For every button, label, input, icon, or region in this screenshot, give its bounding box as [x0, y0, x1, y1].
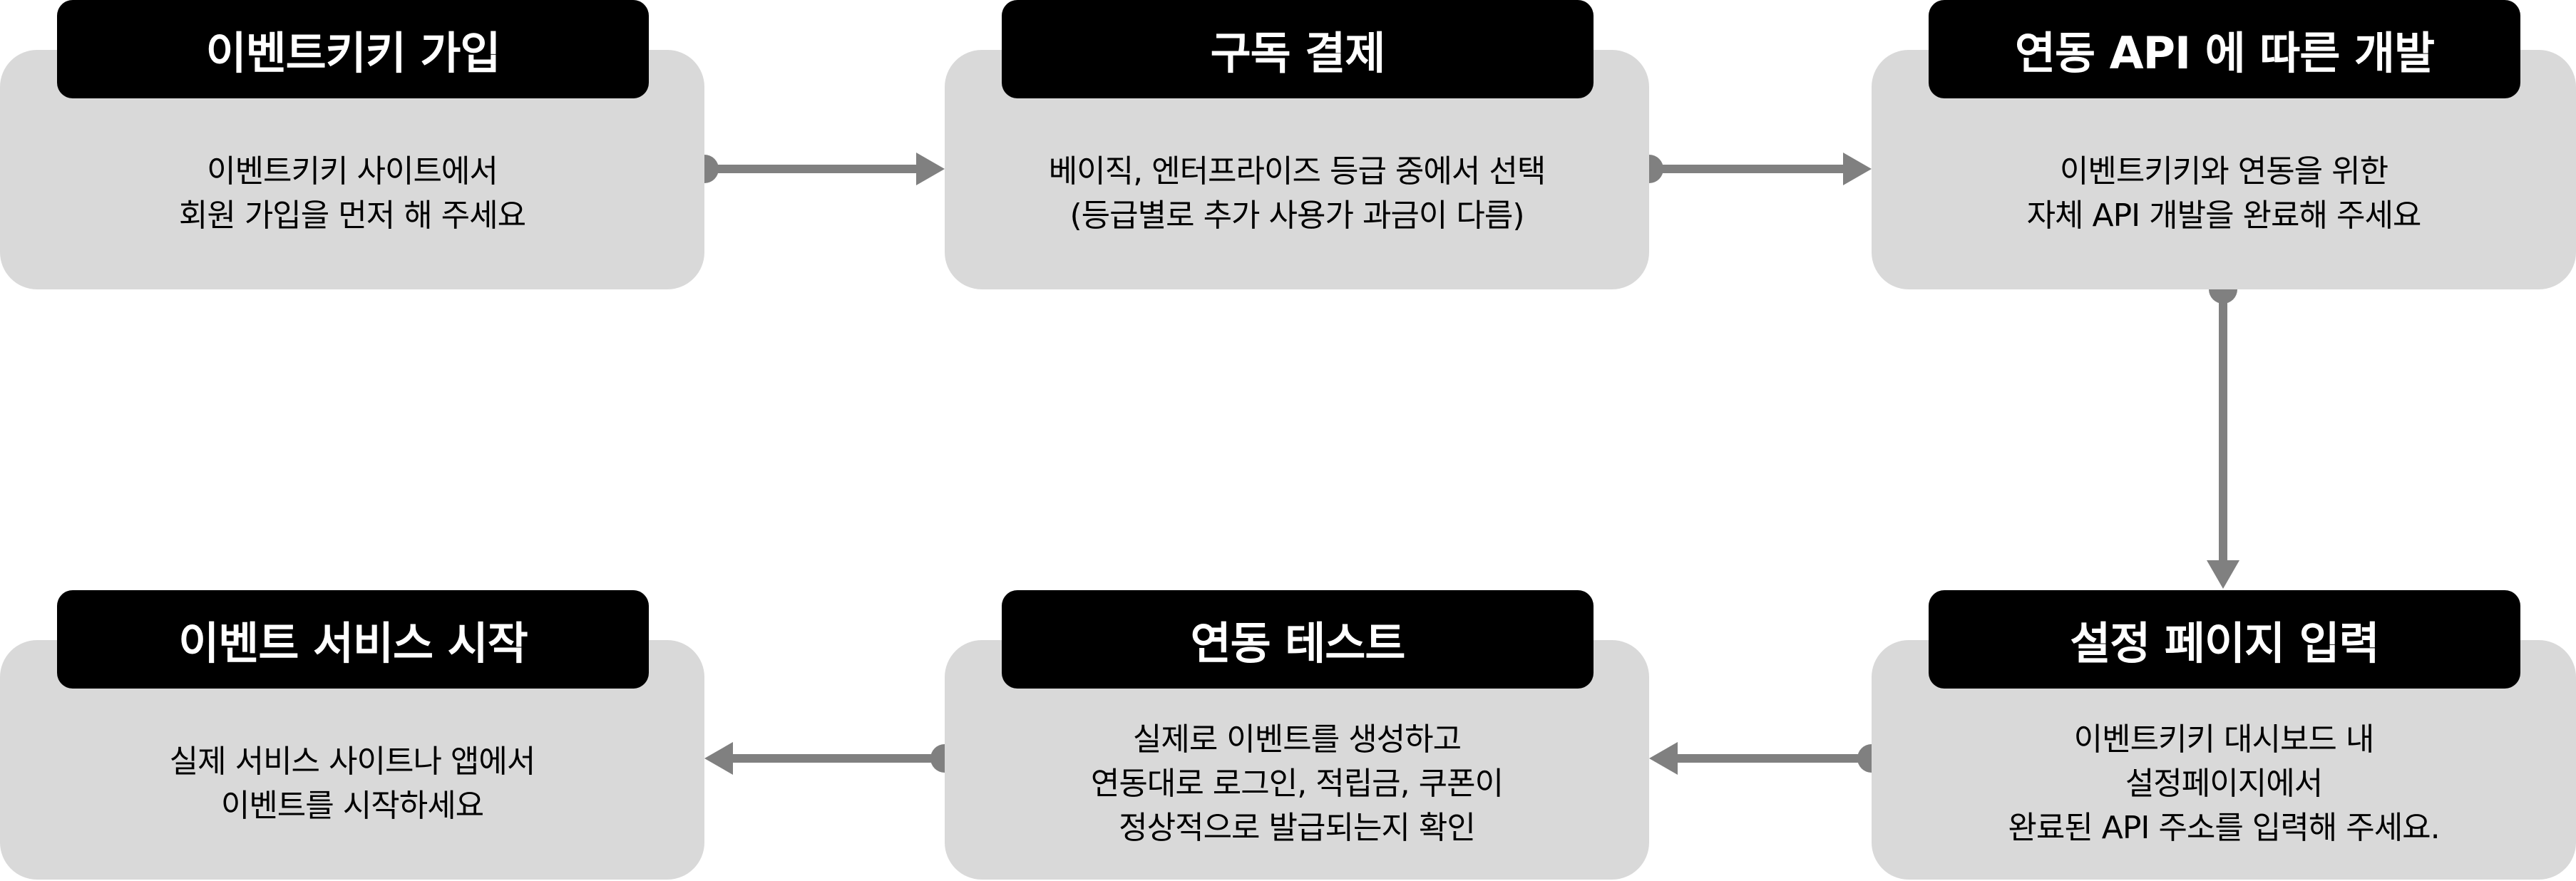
description-line: (등급별로 추가 사용가 과금이 다름) — [1069, 197, 1525, 234]
step-service-start: 이벤트 서비스 시작 실제 서비스 사이트나 앱에서 이벤트를 시작하세요 — [0, 590, 704, 881]
step-settings-input: 설정 페이지 입력 이벤트키키 대시보드 내 설정페이지에서 완료된 API 주… — [1872, 590, 2576, 881]
arrow-step3-to-step4 — [2207, 275, 2239, 589]
step-title: 이벤트키키 가입 — [57, 0, 649, 98]
step-description: 실제 서비스 사이트나 앱에서 이벤트를 시작하세요 — [0, 689, 704, 880]
step-description: 이벤트키키와 연동을 위한 자체 API 개발을 완료해 주세요 — [1872, 98, 2576, 289]
description-line: 완료된 API 주소를 입력해 주세요. — [2008, 810, 2440, 846]
step-title: 연동 테스트 — [1002, 590, 1594, 689]
description-line: 연동대로 로그인, 적립금, 쿠폰이 — [1090, 766, 1504, 802]
step-description: 이벤트키키 대시보드 내 설정페이지에서 완료된 API 주소를 입력해 주세요… — [1872, 689, 2576, 880]
description-line: 실제로 이벤트를 생성하고 — [1132, 721, 1462, 758]
step-integration-test: 연동 테스트 실제로 이벤트를 생성하고 연동대로 로그인, 적립금, 쿠폰이 … — [945, 590, 1649, 881]
description-line: 회원 가입을 먼저 해 주세요 — [178, 197, 526, 234]
description-line: 설정페이지에서 — [2125, 766, 2323, 802]
step-title: 연동 API 에 따른 개발 — [1929, 0, 2520, 98]
description-line: 실제 서비스 사이트나 앱에서 — [169, 743, 536, 780]
arrow-step4-to-step5 — [1649, 742, 1886, 775]
description-line: 이벤트키키와 연동을 위한 — [2059, 153, 2388, 190]
step-subscription-payment: 구독 결제 베이직, 엔터프라이즈 등급 중에서 선택 (등급별로 추가 사용가… — [945, 0, 1649, 291]
step-title: 구독 결제 — [1002, 0, 1594, 98]
step-title: 이벤트 서비스 시작 — [57, 590, 649, 689]
arrow-step2-to-step3 — [1635, 153, 1872, 185]
arrow-step1-to-step2 — [690, 153, 945, 185]
step-api-development: 연동 API 에 따른 개발 이벤트키키와 연동을 위한 자체 API 개발을 … — [1872, 0, 2576, 291]
step-description: 베이직, 엔터프라이즈 등급 중에서 선택 (등급별로 추가 사용가 과금이 다… — [945, 98, 1649, 289]
step-description: 이벤트키키 사이트에서 회원 가입을 먼저 해 주세요 — [0, 98, 704, 289]
description-line: 이벤트를 시작하세요 — [220, 788, 484, 824]
description-line: 자체 API 개발을 완료해 주세요 — [2026, 197, 2422, 234]
step-title: 설정 페이지 입력 — [1929, 590, 2520, 689]
description-line: 베이직, 엔터프라이즈 등급 중에서 선택 — [1048, 153, 1546, 190]
description-line: 이벤트키키 대시보드 내 — [2073, 721, 2375, 758]
step-description: 실제로 이벤트를 생성하고 연동대로 로그인, 적립금, 쿠폰이 정상적으로 발… — [945, 689, 1649, 880]
description-line: 정상적으로 발급되는지 확인 — [1119, 810, 1476, 846]
step-signup: 이벤트키키 가입 이벤트키키 사이트에서 회원 가입을 먼저 해 주세요 — [0, 0, 704, 291]
description-line: 이벤트키키 사이트에서 — [207, 153, 498, 190]
arrow-step5-to-step6 — [704, 742, 959, 775]
